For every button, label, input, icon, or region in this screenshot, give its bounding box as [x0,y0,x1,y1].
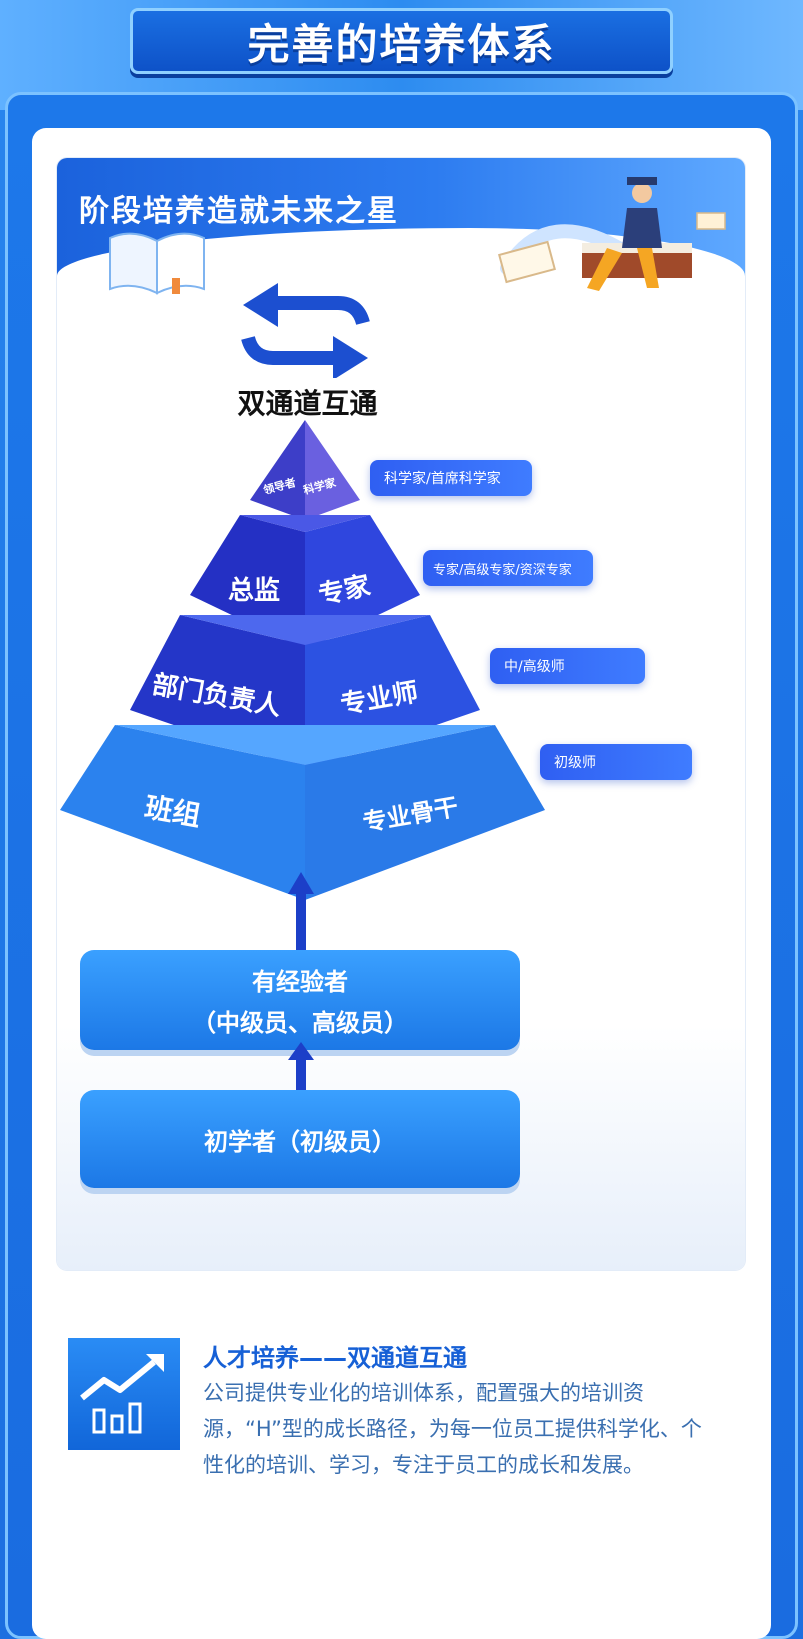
tier4-tag: 初级师 [540,744,692,780]
panel-header: 阶段培养造就未来之星 [57,158,745,308]
footer-description: 公司提供专业化的培训体系，配置强大的培训资源，“H”型的成长路径，为每一位员工提… [203,1381,702,1477]
tier2-left-label: 总监 [228,576,281,606]
tier1-tag: 科学家/首席科学家 [370,460,532,496]
experienced-title: 有经验者 [252,968,348,996]
dual-channel-label: 双通道互通 [237,387,378,420]
exchange-cycle-icon [241,283,370,378]
open-book-icon [109,232,205,295]
panel-subtitle: 阶段培养造就未来之星 [79,194,399,229]
footer-title: 人才培养——双通道互通 [203,1344,467,1372]
page-title: 完善的培养体系 [247,19,556,69]
tier3-tag: 中/高级师 [490,648,645,684]
beginner-level-box: 初学者（初级员） [80,1090,520,1188]
experienced-level-box: 有经验者 （中级员、高级员） [80,950,520,1050]
arrow-up-icon [288,872,314,952]
experienced-subtitle: （中级员、高级员） [192,1009,408,1037]
pyramid-tier4-right [305,725,545,900]
pyramid-tier1-left [250,420,305,520]
arrow-up-icon-2 [288,1042,314,1092]
student-reading-icon [498,177,726,291]
tier2-tag: 专家/高级专家/资深专家 [423,550,593,586]
career-pyramid [60,420,545,900]
title-banner: 完善的培养体系 [130,8,673,74]
pyramid-tier4-left [60,725,305,900]
pyramid-tier1-right [305,420,360,520]
beginner-title: 初学者（初级员） [204,1127,396,1156]
growth-chart-icon [68,1338,180,1450]
